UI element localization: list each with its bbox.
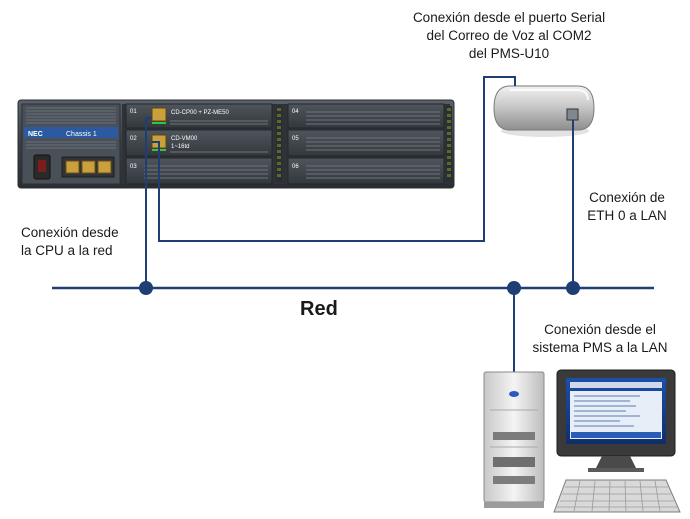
pms-u10-device — [493, 85, 595, 137]
slot-01-number: 01 — [130, 109, 137, 115]
tower-drive-bay-1 — [493, 432, 535, 440]
network-label: Red — [300, 298, 338, 320]
node-pms-pc — [507, 281, 521, 295]
chassis-ports — [61, 156, 115, 178]
eth-connection-label: Conexión de ETH 0 a LAN — [572, 189, 682, 225]
serial-link — [152, 76, 516, 242]
slot-stripes — [144, 111, 440, 179]
serial-connection-line-3: del PMS-U10 — [468, 46, 550, 61]
slot-04-number: 04 — [292, 109, 299, 115]
slot-02-card: CD-VM00 — [171, 136, 198, 142]
slot-05 — [287, 129, 445, 157]
tower-power-led — [509, 391, 519, 397]
slot-02-number: 02 — [130, 136, 137, 142]
pms-connection-line-1: Conexión desde el — [544, 322, 656, 337]
node-eth — [566, 281, 580, 295]
pc-tower — [483, 371, 545, 508]
pc-keyboard — [553, 479, 681, 513]
chassis-brand: NEC — [28, 131, 43, 138]
slot-06 — [287, 157, 445, 185]
slot-02-card-sub: 1~16td — [171, 144, 190, 150]
cpu-connection-line-1: Conexión desde — [21, 225, 119, 240]
slot-05-number: 05 — [292, 136, 299, 142]
serial-connection-label: Conexión desde el puerto Serial del Corr… — [380, 9, 638, 63]
pc-monitor — [556, 369, 676, 472]
tower-drive-bay-3 — [493, 476, 535, 484]
eth-connection-line-1: Conexión de — [589, 190, 665, 205]
pms-connection-label: Conexión desde el sistema PMS a la LAN — [518, 321, 682, 357]
chassis-grille — [26, 107, 116, 149]
serial-connection-line-1: Conexión desde el puerto Serial — [412, 10, 606, 25]
slot-06-number: 06 — [292, 164, 299, 170]
cpu-connection-label: Conexión desde la CPU a la red — [21, 224, 151, 260]
pms-eth-port — [566, 108, 579, 121]
network-nodes — [139, 281, 580, 295]
slot-vents — [276, 106, 452, 182]
node-cpu — [139, 281, 153, 295]
nec-chassis: NEC Chassis 1 — [17, 99, 455, 189]
cpu-connection-line-2: la CPU a la red — [21, 243, 113, 258]
tower-drive-bay-2 — [493, 457, 535, 467]
slot-03-number: 03 — [130, 164, 137, 170]
slot-03 — [125, 157, 273, 185]
slot-01-port — [151, 107, 167, 122]
cpu-link — [145, 117, 152, 288]
serial-connection-line-2: del Correo de Voz al COM2 — [426, 28, 592, 43]
chassis-name: Chassis 1 — [66, 131, 97, 138]
nec-label-bar — [24, 127, 118, 138]
pms-connection-line-2: sistema PMS a la LAN — [532, 340, 668, 355]
eth-connection-line-2: ETH 0 a LAN — [587, 208, 667, 223]
slot-01-card: CD-CP00 + PZ-ME50 — [171, 110, 230, 116]
